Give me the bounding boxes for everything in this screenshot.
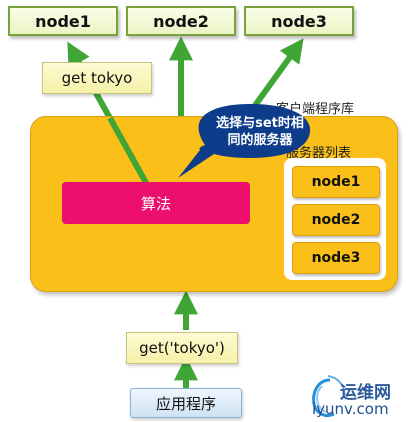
request-note: get tokyo [42, 62, 152, 94]
server-node-3-label: node3 [311, 250, 361, 266]
call-note-label: get('tokyo') [139, 339, 225, 357]
arrow-to-node1-inner [107, 116, 153, 192]
top-node-2-label: node2 [153, 11, 209, 31]
top-node-3: node3 [244, 6, 354, 36]
algorithm-box: 算法 [62, 182, 250, 224]
callout-line-2: 同的服务器 [227, 133, 293, 148]
request-note-label: get tokyo [61, 69, 133, 87]
algorithm-label: 算法 [140, 194, 171, 213]
top-node-1: node1 [8, 6, 118, 36]
watermark-name-text: 运维网 [340, 383, 391, 403]
top-node-1-label: node1 [35, 11, 91, 31]
application-box: 应用程序 [130, 388, 242, 418]
server-node-1: node1 [292, 166, 380, 198]
server-node-2: node2 [292, 204, 380, 236]
server-node-3: node3 [292, 242, 380, 274]
server-node-1-label: node1 [311, 174, 361, 190]
top-node-2: node2 [126, 6, 236, 36]
application-label: 应用程序 [155, 394, 216, 413]
callout-line-1: 选择与set时相 [216, 116, 304, 131]
server-list-title-text: 服务器列表 [286, 146, 352, 161]
server-list-title: 服务器列表 [286, 142, 351, 161]
watermark-site-text: iyunv.com [312, 400, 389, 418]
watermark-name: 运维网 [340, 378, 391, 403]
watermark-site: iyunv.com [312, 400, 389, 418]
watermark-logo [312, 375, 346, 418]
top-node-3-label: node3 [271, 11, 327, 31]
callout-text: 选择与set时相 同的服务器 [210, 115, 310, 149]
server-node-2-label: node2 [311, 212, 361, 228]
call-note: get('tokyo') [126, 332, 238, 364]
